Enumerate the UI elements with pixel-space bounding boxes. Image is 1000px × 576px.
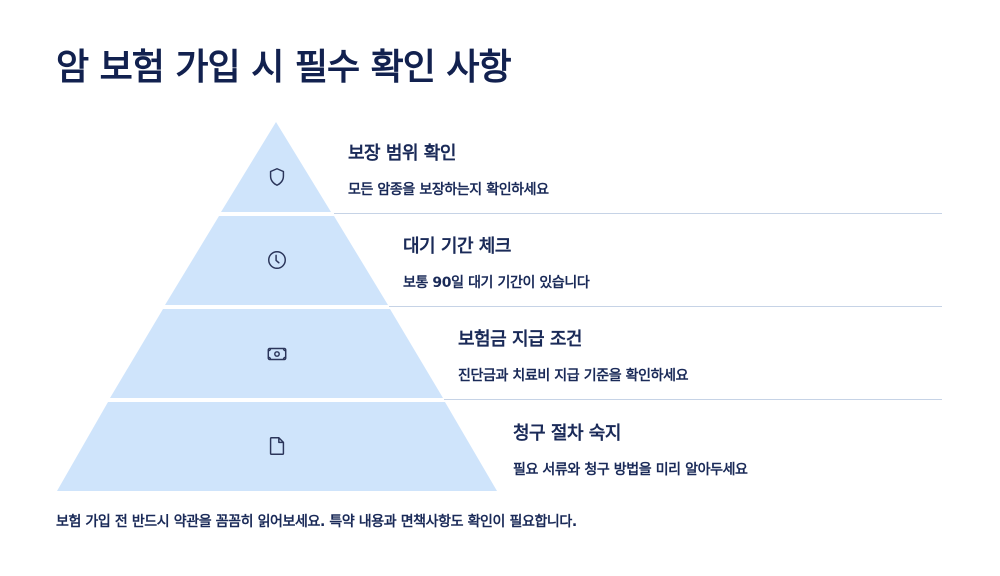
- step-title: 대기 기간 체크: [403, 236, 511, 257]
- document-icon: [269, 437, 285, 455]
- divider-1: [334, 213, 942, 214]
- step-title: 보험금 지급 조건: [458, 329, 582, 350]
- step-payout-conditions: 보험금 지급 조건 진단금과 치료비 지급 기준을 확인하세요: [458, 325, 688, 385]
- pyramid-level-4: [57, 402, 497, 491]
- step-title: 보장 범위 확인: [348, 143, 456, 164]
- divider-3: [444, 399, 942, 400]
- step-coverage: 보장 범위 확인 모든 암종을 보장하는지 확인하세요: [348, 139, 549, 199]
- step-description: 모든 암종을 보장하는지 확인하세요: [348, 182, 549, 198]
- pyramid-level-3: [110, 309, 443, 398]
- banknote-icon: [267, 347, 287, 361]
- step-waiting-period: 대기 기간 체크 보통 90일 대기 기간이 있습니다: [403, 232, 590, 292]
- page-title: 암 보험 가입 시 필수 확인 사항: [56, 47, 512, 88]
- shield-icon: [269, 168, 285, 186]
- footer-note: 보험 가입 전 반드시 약관을 꼼꼼히 읽어보세요. 특약 내용과 면책사항도 …: [56, 514, 577, 530]
- clock-icon: [268, 251, 286, 269]
- step-description: 보통 90일 대기 기간이 있습니다: [403, 275, 590, 291]
- divider-2: [389, 306, 942, 307]
- step-description: 필요 서류와 청구 방법을 미리 알아두세요: [513, 462, 748, 478]
- step-claim-procedure: 청구 절차 숙지 필요 서류와 청구 방법을 미리 알아두세요: [513, 419, 748, 479]
- pyramid-level-1: [221, 122, 331, 212]
- step-title: 청구 절차 숙지: [513, 423, 621, 444]
- step-description: 진단금과 치료비 지급 기준을 확인하세요: [458, 368, 689, 384]
